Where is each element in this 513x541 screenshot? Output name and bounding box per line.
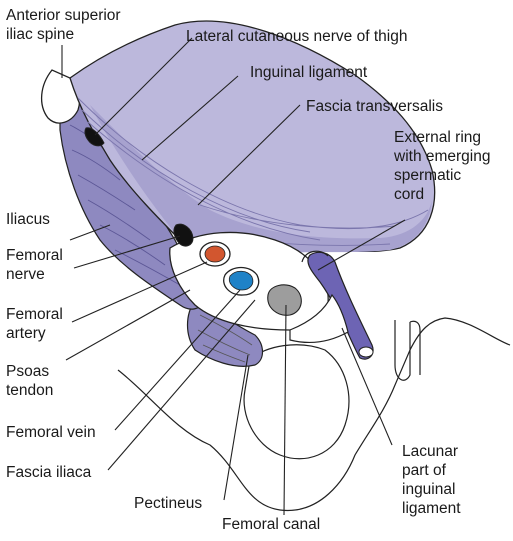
- label-anterior-superior-iliac-spine: Anterior superior iliac spine: [6, 6, 121, 44]
- label-external-ring: External ring with emerging spermatic co…: [394, 128, 491, 204]
- label-pectineus: Pectineus: [134, 494, 202, 513]
- label-inguinal-ligament: Inguinal ligament: [250, 63, 367, 82]
- label-femoral-nerve: Femoral nerve: [6, 246, 63, 284]
- label-psoas-tendon: Psoas tendon: [6, 362, 53, 400]
- label-iliacus: Iliacus: [6, 210, 50, 229]
- label-femoral-vein: Femoral vein: [6, 423, 96, 442]
- femoral-artery-lumen: [205, 246, 225, 262]
- label-lateral-cutaneous-nerve: Lateral cutaneous nerve of thigh: [186, 27, 407, 46]
- leader-psoas: [66, 290, 190, 360]
- label-femoral-artery: Femoral artery: [6, 305, 63, 343]
- leader-pectineus: [224, 355, 248, 500]
- label-lacunar-part: Lacunar part of inguinal ligament: [402, 442, 461, 518]
- label-fascia-iliaca: Fascia iliaca: [6, 463, 91, 482]
- label-fascia-transversalis: Fascia transversalis: [306, 97, 443, 116]
- pubic-symphysis: [395, 320, 420, 380]
- label-femoral-canal: Femoral canal: [222, 515, 320, 534]
- spermatic-cord-end: [359, 347, 373, 357]
